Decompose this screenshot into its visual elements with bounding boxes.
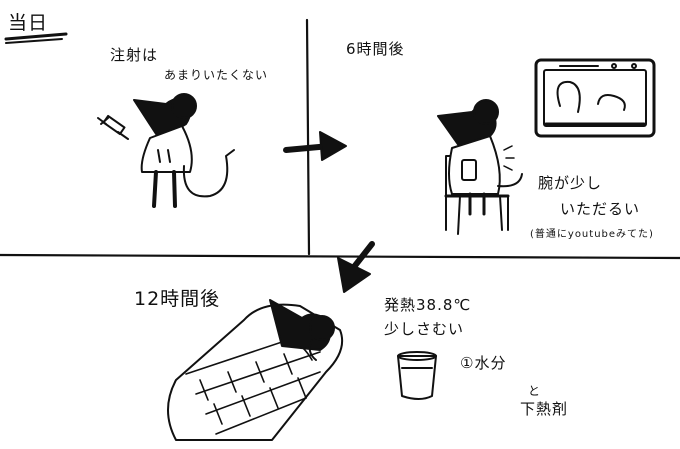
panel1-line1: 注射は [110, 46, 159, 64]
panel2-caption: 6時間後 [346, 40, 405, 58]
heading-underline [4, 32, 68, 44]
panel3-line2: 少しさむい [384, 320, 465, 338]
arrow-right-icon [283, 131, 347, 161]
panel3-list-item1: ①水分 [460, 354, 507, 372]
panel3-caption: 12時間後 [134, 288, 221, 310]
panel-borders [0, 18, 680, 260]
panel3-list-item2: 下熱剤 [520, 400, 569, 418]
mouse-character-sitting [437, 99, 523, 216]
page-heading: 当日 [8, 12, 49, 34]
panel1-line2: あまりいたくない [164, 68, 269, 82]
syringe-icon [97, 114, 129, 140]
panel3-line1: 発熱38.8℃ [384, 296, 472, 314]
mouse-character-sleeping [269, 299, 335, 361]
panel3-list-join: と [528, 384, 542, 398]
water-glass-icon [397, 351, 437, 400]
arrow-down-left-icon [337, 241, 375, 293]
panel2-note: (普通にyoutubeみてた) [530, 229, 654, 240]
mouse-character-injection [133, 93, 235, 208]
video-screen-icon [534, 58, 656, 138]
panel2-line2: いただるい [560, 200, 641, 218]
chair-icon [444, 155, 510, 235]
panel2-line1: 腕が少し [538, 174, 603, 192]
